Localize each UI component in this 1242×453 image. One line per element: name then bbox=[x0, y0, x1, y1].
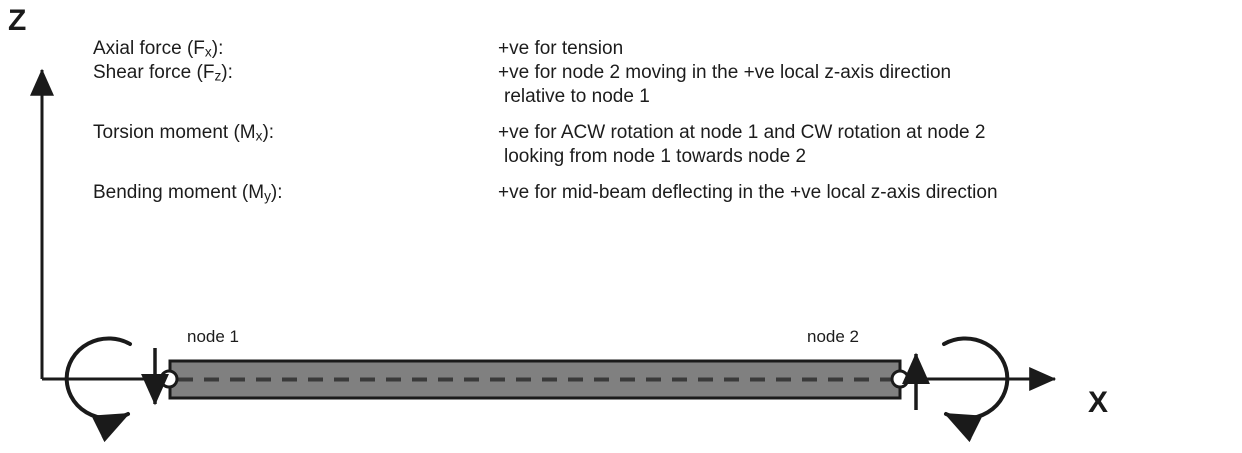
definition-description-torsion-moment-cont: looking from node 1 towards node 2 bbox=[504, 146, 807, 167]
definition-description-bending-moment: +ve for mid-beam deflecting in the +ve l… bbox=[498, 182, 998, 203]
node-1-marker bbox=[159, 369, 179, 389]
term-subscript: y bbox=[264, 188, 271, 204]
term-tail: ): bbox=[221, 62, 233, 83]
definition-description-shear-force: +ve for node 2 moving in the +ve local z… bbox=[498, 62, 952, 83]
definition-description-axial-force: +ve for tension bbox=[498, 38, 624, 59]
definition-term-bending-moment: Bending moment (My): bbox=[93, 182, 283, 207]
term-subscript: x bbox=[255, 128, 263, 144]
definition-term-torsion-moment: Torsion moment (Mx): bbox=[93, 122, 274, 147]
term-subscript: x bbox=[204, 44, 212, 60]
term-tail: ): bbox=[262, 122, 275, 143]
node-1-torsion-moment-arc bbox=[64, 336, 132, 443]
x-axis-label: X bbox=[1088, 386, 1109, 419]
term-tail: ): bbox=[270, 182, 283, 203]
term-text: Axial force (F bbox=[93, 38, 205, 59]
term-text: Shear force (F bbox=[93, 62, 215, 83]
definition-description-shear-force-cont: relative to node 1 bbox=[504, 86, 650, 107]
definition-term-axial-force: Axial force (Fx): bbox=[93, 38, 223, 63]
node-2-torsion-moment-arc bbox=[942, 336, 1010, 443]
term-text: Bending moment (M bbox=[93, 182, 265, 203]
definition-term-shear-force: Shear force (Fz): bbox=[93, 62, 233, 87]
term-tail: ): bbox=[211, 38, 224, 59]
beam-element bbox=[168, 359, 902, 400]
node-2-label: node 2 bbox=[807, 327, 859, 346]
definition-description-torsion-moment: +ve for ACW rotation at node 1 and CW ro… bbox=[498, 122, 986, 143]
node-1-label: node 1 bbox=[187, 327, 239, 346]
term-text: Torsion moment (M bbox=[93, 122, 256, 143]
term-subscript: z bbox=[214, 68, 222, 84]
z-axis-label: Z bbox=[8, 4, 27, 37]
node-2-marker bbox=[890, 369, 910, 389]
